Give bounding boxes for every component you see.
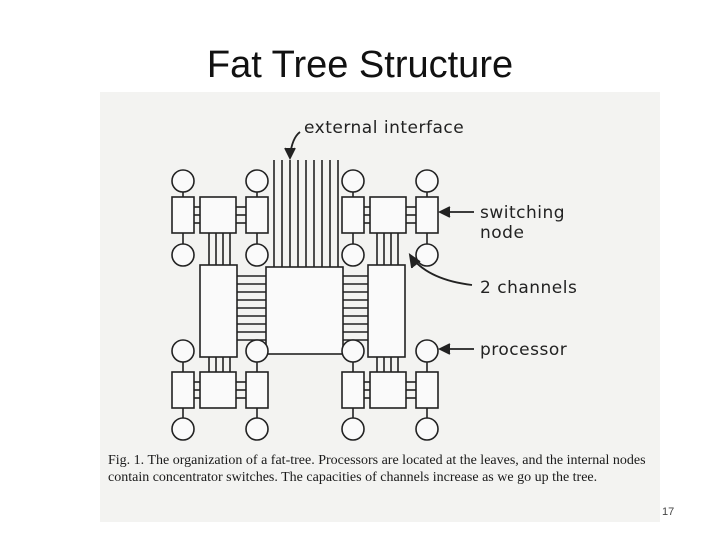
caption-fig-number: Fig. 1. bbox=[108, 453, 145, 468]
external-interface-channels bbox=[273, 160, 339, 267]
leaf-group-top-left bbox=[171, 196, 269, 265]
leaf-group-bottom-right bbox=[341, 357, 439, 409]
label-channels: 2 channels bbox=[480, 278, 577, 298]
annotation-arrows bbox=[284, 131, 474, 355]
label-switching: switching bbox=[480, 203, 565, 223]
label-external-interface: external interface bbox=[304, 118, 464, 138]
caption-text: The organization of a fat-tree. Processo… bbox=[108, 453, 646, 485]
label-node: node bbox=[480, 223, 524, 243]
leaf-group-bottom-left bbox=[171, 357, 269, 409]
slide-title: Fat Tree Structure bbox=[206, 44, 514, 86]
root-switch bbox=[265, 266, 344, 355]
channels-left-root bbox=[237, 275, 266, 341]
channels-right-root bbox=[343, 275, 368, 341]
label-processor: processor bbox=[480, 340, 567, 360]
leaf-group-top-right bbox=[341, 196, 439, 265]
figure-caption: Fig. 1. The organization of a fat-tree. … bbox=[108, 452, 648, 486]
switch-right-mid bbox=[367, 264, 406, 358]
processors bbox=[171, 169, 439, 441]
page-number: 17 bbox=[662, 506, 675, 518]
switch-left-mid bbox=[199, 264, 238, 358]
